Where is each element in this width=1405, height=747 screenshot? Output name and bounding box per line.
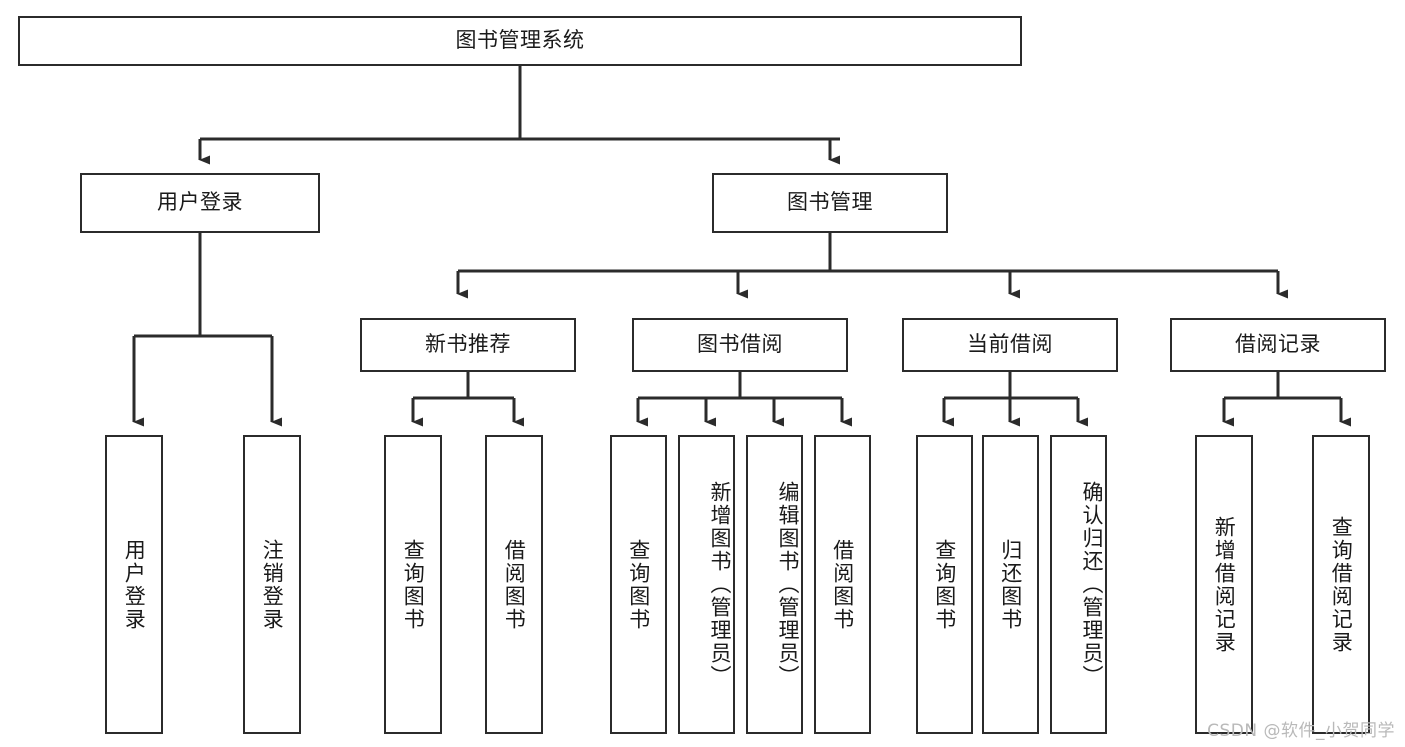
node-current-borrow[interactable]: 当前借阅 xyxy=(902,318,1118,372)
leaf-edit-book[interactable]: 编辑图书（管理员） xyxy=(746,435,803,734)
leaf-user-logout[interactable]: 注销登录 xyxy=(243,435,301,734)
leaf-borrow-book-2[interactable]: 借阅图书 xyxy=(814,435,871,734)
node-book-borrow[interactable]: 图书借阅 xyxy=(632,318,848,372)
leaf-query-book-2[interactable]: 查询图书 xyxy=(610,435,667,734)
leaf-borrow-book-1[interactable]: 借阅图书 xyxy=(485,435,543,734)
leaf-add-record[interactable]: 新增借阅记录 xyxy=(1195,435,1253,734)
node-user-login[interactable]: 用户登录 xyxy=(80,173,320,233)
leaf-confirm-return[interactable]: 确认归还（管理员） xyxy=(1050,435,1107,734)
leaf-query-book-1[interactable]: 查询图书 xyxy=(384,435,442,734)
node-root[interactable]: 图书管理系统 xyxy=(18,16,1022,66)
leaf-user-login[interactable]: 用户登录 xyxy=(105,435,163,734)
watermark-text: CSDN @软件_小贺同学 xyxy=(1207,721,1395,741)
node-borrow-record[interactable]: 借阅记录 xyxy=(1170,318,1386,372)
node-new-book-recommend[interactable]: 新书推荐 xyxy=(360,318,576,372)
leaf-return-book[interactable]: 归还图书 xyxy=(982,435,1039,734)
leaf-query-record[interactable]: 查询借阅记录 xyxy=(1312,435,1370,734)
leaf-add-book[interactable]: 新增图书（管理员） xyxy=(678,435,735,734)
leaf-query-book-3[interactable]: 查询图书 xyxy=(916,435,973,734)
node-book-manage[interactable]: 图书管理 xyxy=(712,173,948,233)
